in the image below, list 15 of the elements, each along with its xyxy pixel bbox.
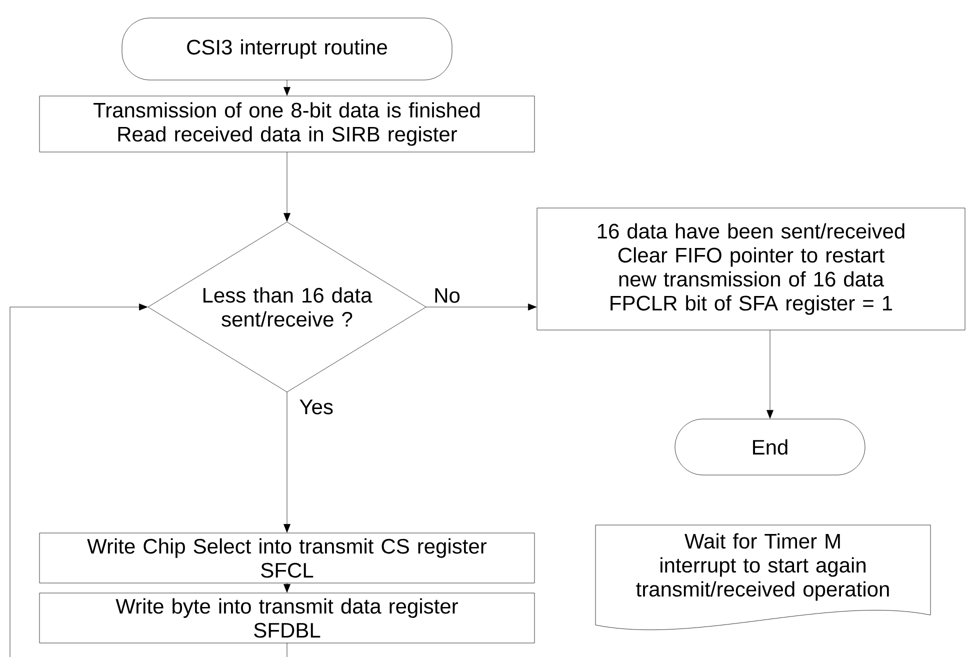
arrow (426, 304, 537, 310)
process-box: Transmission of one 8-bit data is finished Read received data in SIRB register (39, 96, 535, 152)
edge-label: No (435, 288, 460, 303)
terminal-box: CSI3 interrupt routine (122, 18, 452, 80)
arrow (284, 392, 290, 533)
process-box: Write byte into transmit data register SFDBL (39, 592, 535, 644)
edge-label: Yes (300, 400, 333, 414)
arrow (284, 152, 290, 222)
arrow (10, 304, 148, 657)
terminal-box: End (674, 418, 866, 476)
process-box: 16 data have been sent/received Clear FIFO pointer to restart new transmission of 16 data FPCLR bit of SFA register = 1 (536, 208, 966, 330)
process-box: Write Chip Select into transmit CS register SFCL (39, 532, 535, 584)
arrow (766, 330, 774, 419)
arrow (284, 80, 290, 96)
arrow (284, 582, 290, 593)
